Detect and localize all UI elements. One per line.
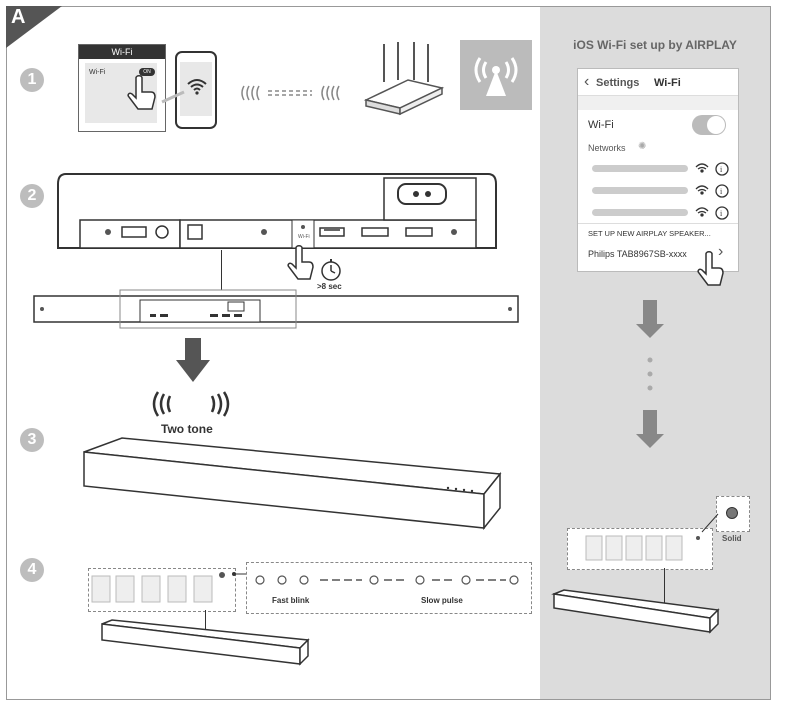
ios-soundbar: [551, 589, 720, 634]
fast-blink-label: Fast blink: [272, 596, 310, 605]
section-label: A: [11, 6, 26, 28]
diagram-frame: [6, 6, 771, 700]
soundbar-rear-overview: [33, 289, 519, 329]
timer-label: >8 sec: [317, 282, 342, 291]
settings-back-button[interactable]: Settings: [596, 77, 640, 89]
svg-text:i: i: [720, 187, 723, 196]
hand-pointer-icon: [127, 75, 156, 110]
hand-press-icon: [287, 245, 314, 280]
solid-led-dot: [726, 507, 738, 519]
wifi-toggle: ON: [139, 68, 155, 76]
step-number-2: 2: [20, 184, 44, 208]
connector-line: [221, 250, 222, 290]
chevron-left-icon[interactable]: ‹: [584, 73, 590, 90]
ios-section-title: iOS Wi-Fi set up by AIRPLAY: [573, 38, 737, 52]
led-blink-pattern: [255, 575, 519, 585]
ios-segment-display: [585, 535, 700, 561]
wifi-icon: [187, 79, 207, 95]
led-pointer-line: [701, 513, 719, 533]
sound-wave-icon: [152, 391, 230, 417]
down-arrow: [176, 338, 210, 382]
continuation-dots: [647, 357, 653, 391]
solid-led-box: [716, 496, 750, 532]
soundbar-front: [83, 437, 502, 531]
ios-divider: [578, 223, 738, 224]
step-number-1: 1: [20, 68, 44, 92]
down-arrow-ios-2: [636, 410, 664, 448]
router-icon: [363, 42, 445, 116]
speaker-name-item[interactable]: Philips TAB8967SB-xxxx: [588, 249, 687, 259]
wifi-card-title: Wi-Fi: [79, 45, 165, 59]
section-tab: [6, 6, 62, 48]
solid-label: Solid: [722, 534, 742, 543]
svg-text:i: i: [720, 165, 723, 174]
wifi-row-label: Wi-Fi: [588, 119, 614, 131]
ios-wifi-screen: ‹ Settings Wi-Fi Wi-Fi Networks ✺ i i i SE…: [577, 68, 739, 272]
timer-icon: [321, 259, 341, 281]
step-number-3: 3: [20, 428, 44, 452]
segment-display: [91, 575, 213, 603]
svg-text:i: i: [720, 209, 723, 218]
slow-pulse-label: Slow pulse: [421, 596, 463, 605]
wireless-link-icon: [241, 85, 340, 101]
network-row-1[interactable]: [592, 165, 688, 172]
ios-screen-title: Wi-Fi: [654, 77, 681, 89]
wifi-card-row-label: Wi-Fi: [89, 69, 106, 76]
led-pattern-panel: [246, 562, 532, 614]
hand-pointer-icon-ios: [697, 251, 724, 286]
setup-airplay-label: SET UP NEW AIRPLAY SPEAKER...: [588, 229, 711, 238]
wifi-settings-card: Wi-Fi Wi-Fi ON: [78, 44, 166, 132]
ios-nav-bar: [578, 69, 738, 96]
toggle-knob: [707, 116, 725, 134]
wifi-toggle-switch[interactable]: [692, 115, 726, 135]
soundbar-back-panel: [57, 173, 497, 249]
wifi-button-label: Wi-Fi: [298, 234, 310, 240]
ios-connector-line: [664, 568, 665, 616]
network-row-3[interactable]: [592, 209, 688, 216]
network-row-2[interactable]: [592, 187, 688, 194]
ios-spacer: [578, 96, 738, 110]
step-number-4: 4: [20, 558, 44, 582]
chevron-right-icon: ›: [718, 243, 724, 260]
soundbar-small: [101, 619, 310, 666]
smartphone-icon: [161, 51, 217, 129]
two-tone-label: Two tone: [161, 422, 213, 436]
networks-label: Networks: [588, 143, 626, 153]
spinner-icon: ✺: [638, 141, 647, 152]
network-icons: i i i: [695, 162, 729, 220]
airplay-signal-icon: [474, 57, 518, 96]
connector-line-step4: [205, 610, 206, 642]
down-arrow-ios-1: [636, 300, 664, 338]
